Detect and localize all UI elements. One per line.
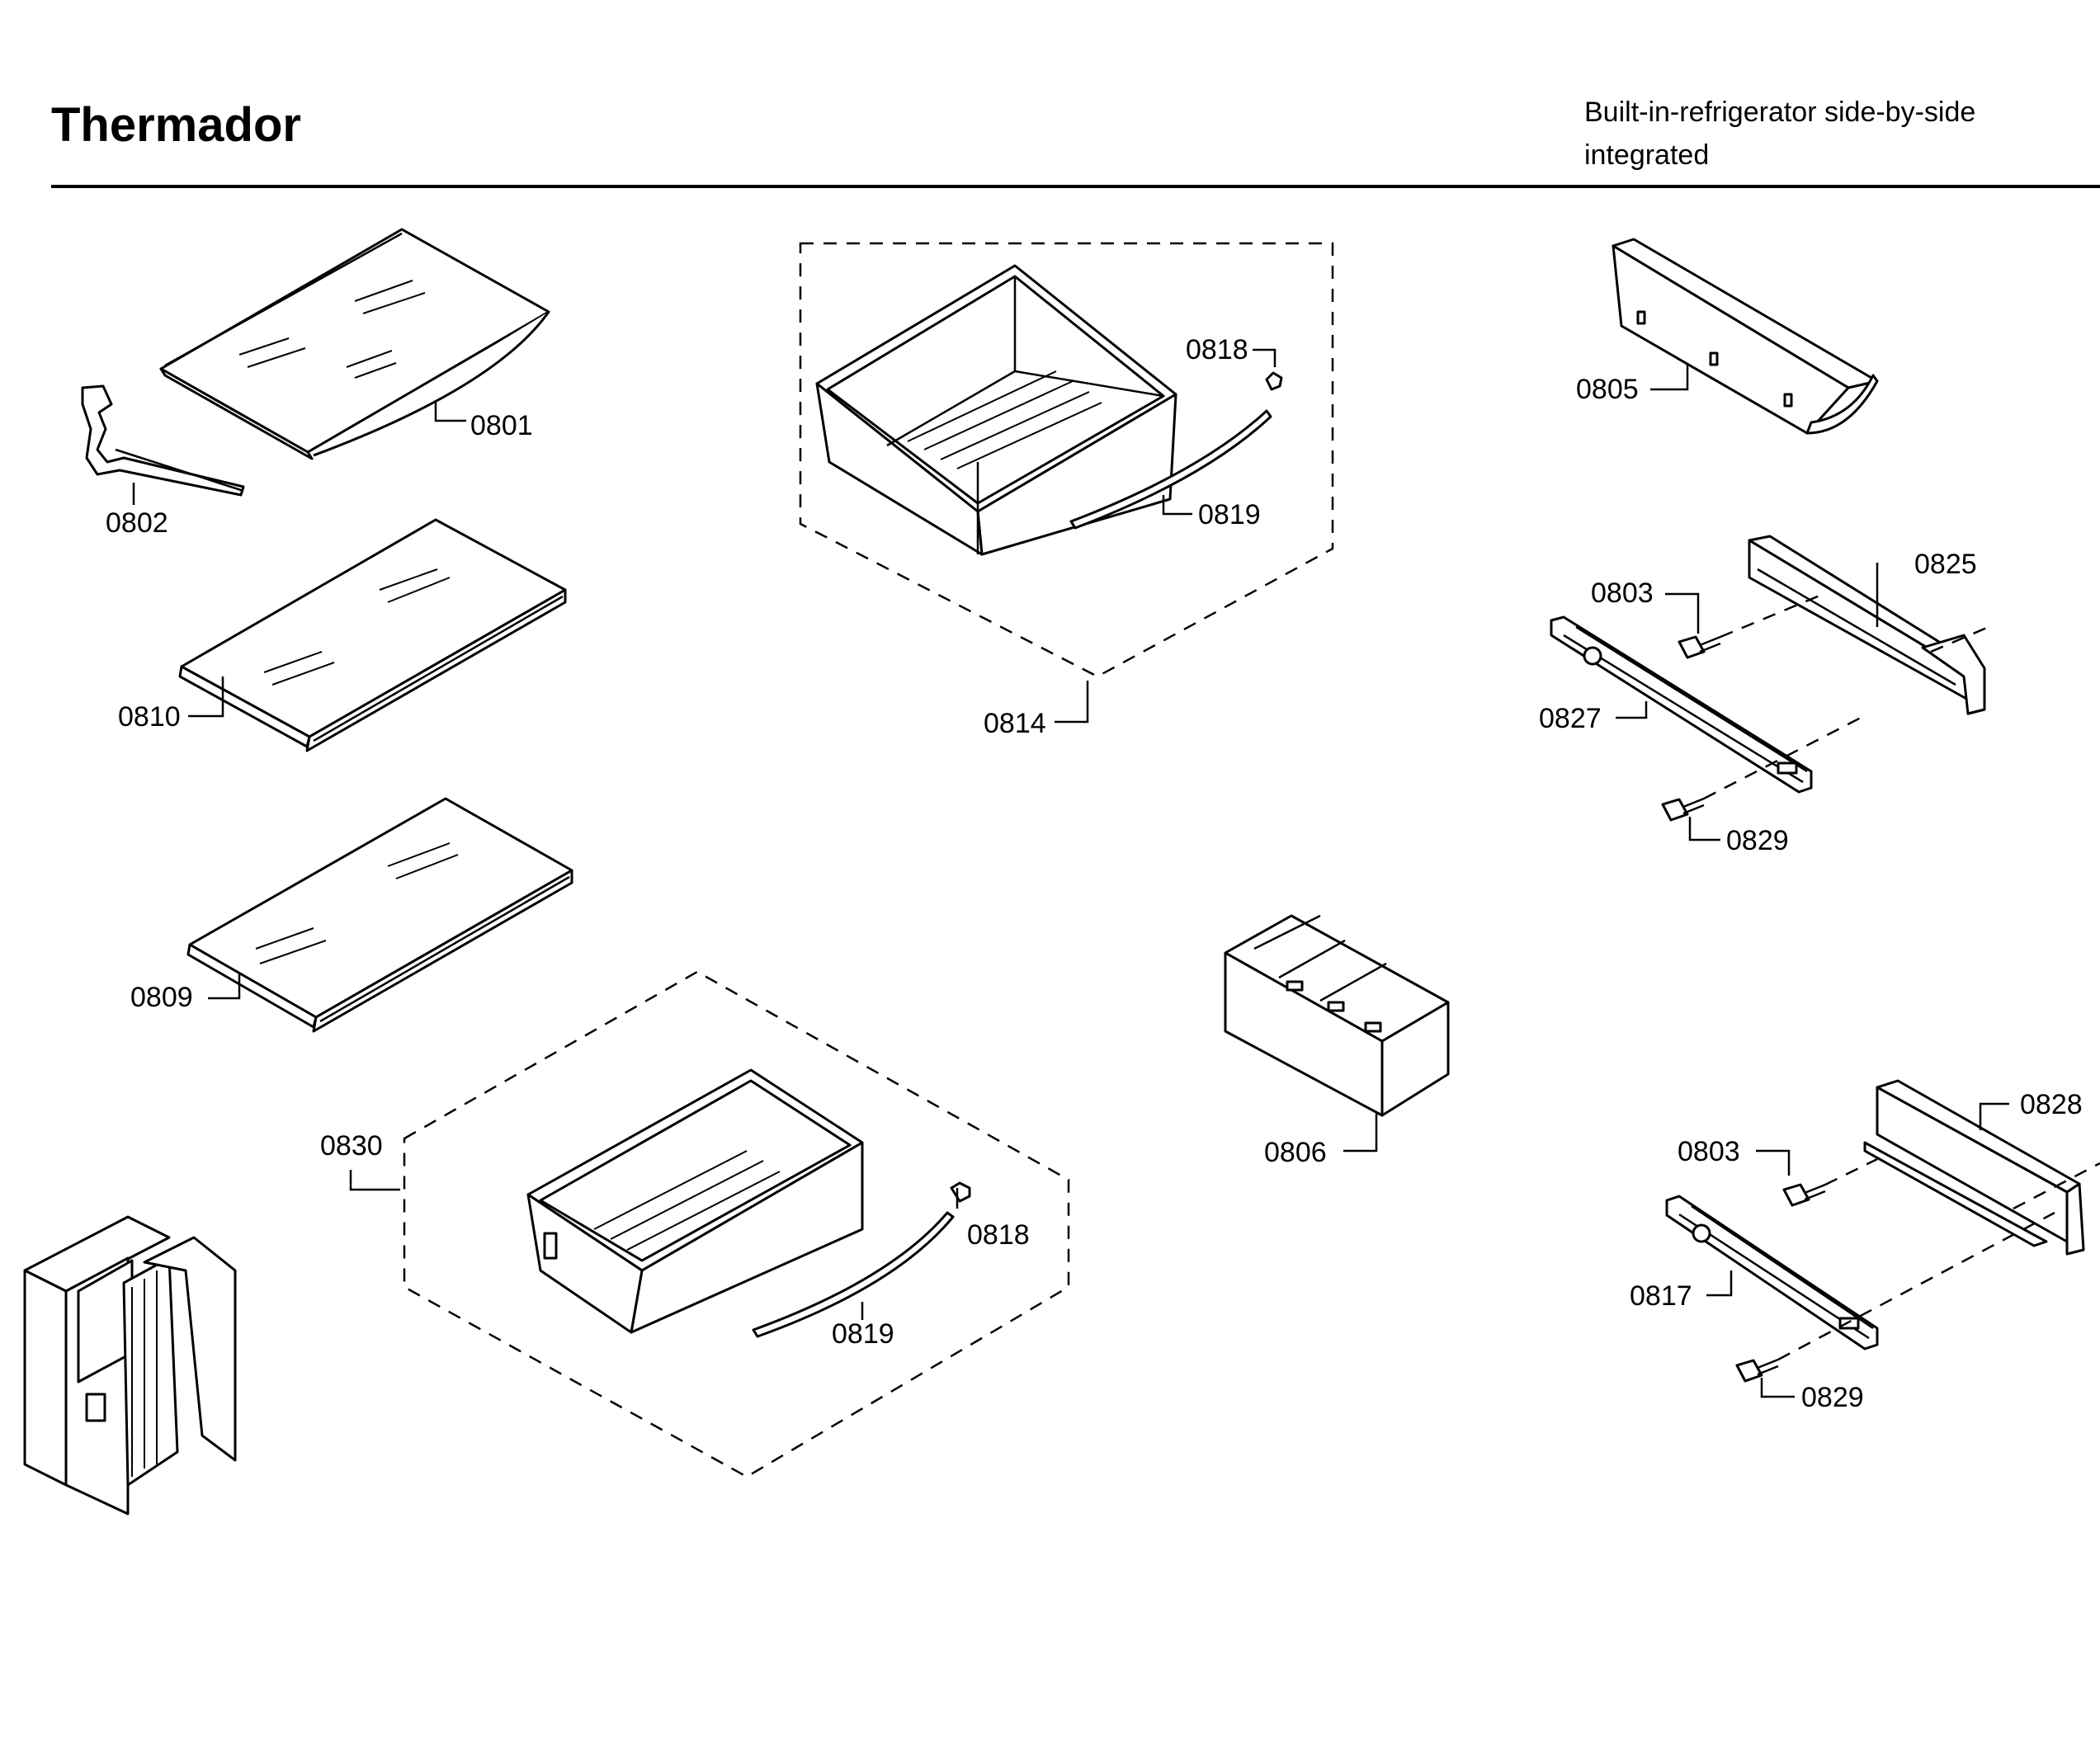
callout-0803-lower: 0803 [1678, 1136, 1740, 1167]
callout-0814: 0814 [984, 708, 1046, 739]
callout-0828: 0828 [2020, 1089, 2083, 1120]
callout-0806: 0806 [1264, 1137, 1327, 1168]
callout-0830: 0830 [320, 1130, 383, 1162]
screw-0803-upper[interactable] [1678, 635, 1721, 659]
callout-0827: 0827 [1539, 703, 1602, 734]
glass-shelf-0809[interactable] [186, 797, 573, 1033]
header-rule [51, 185, 2100, 188]
callout-0819-lower: 0819 [832, 1318, 894, 1350]
shelf-bracket-0802[interactable] [81, 384, 245, 497]
screw-0829-lower[interactable] [1735, 1358, 1779, 1383]
subtitle-line-2: integrated [1584, 139, 1710, 171]
slide-cover-0825[interactable] [1748, 535, 1986, 715]
shelf-rail-0805[interactable] [1612, 238, 1879, 435]
callout-0809: 0809 [130, 982, 193, 1013]
brand-title: Thermador [51, 98, 301, 152]
callout-0829-lower: 0829 [1801, 1382, 1864, 1413]
refrigerator-overview [23, 1215, 237, 1516]
callout-0818-upper: 0818 [1186, 334, 1248, 365]
callout-0825: 0825 [1914, 549, 1977, 580]
glass-shelf-0810[interactable] [178, 518, 567, 752]
callout-labels: 0801 0802 0810 0809 0818 0819 0814 0830 … [106, 334, 2083, 1413]
callout-0829-upper: 0829 [1726, 825, 1789, 856]
glass-shelf-0801[interactable] [159, 228, 550, 460]
crisper-drawer-assembly-0814[interactable] [799, 242, 1334, 678]
callout-0818-lower: 0818 [967, 1219, 1030, 1251]
diagram-subtitle: Built-in-refrigerator side-by-side integ… [1584, 91, 2046, 177]
leader-lines [132, 348, 2009, 1398]
screw-0803-lower[interactable] [1782, 1183, 1826, 1207]
screw-0829-upper[interactable] [1661, 797, 1705, 822]
callout-0819-upper: 0819 [1198, 499, 1261, 530]
slide-cover-0828[interactable] [1863, 1079, 2085, 1256]
crisper-drawer-assembly-0830[interactable] [403, 970, 1070, 1478]
assembly-guide-lines [1703, 592, 2100, 1361]
callout-0810: 0810 [118, 701, 181, 733]
callout-0805: 0805 [1576, 374, 1639, 405]
door-bin-0806[interactable] [1224, 914, 1450, 1117]
callout-0801: 0801 [470, 410, 533, 441]
subtitle-line-1: Built-in-refrigerator side-by-side [1584, 97, 1976, 128]
drawer-slide-0817[interactable] [1665, 1195, 1879, 1351]
drawer-slide-0827[interactable] [1550, 615, 1813, 794]
callout-0817: 0817 [1630, 1280, 1692, 1312]
callout-0803-upper: 0803 [1591, 577, 1654, 609]
callout-0802: 0802 [106, 507, 168, 539]
